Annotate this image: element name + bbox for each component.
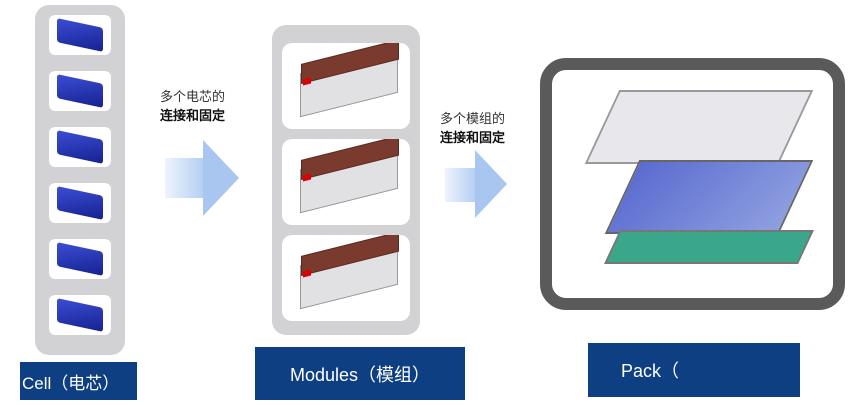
module-image (282, 139, 410, 225)
transition-note-2: 多个模组的 连接和固定 (440, 110, 505, 148)
pack-frame (540, 58, 845, 310)
modules-label: Modules（模组） (255, 347, 465, 400)
cell-image (49, 71, 111, 111)
cell-panel (35, 5, 125, 355)
note-line-bold: 连接和固定 (160, 109, 226, 124)
module-image (282, 235, 410, 321)
pack-label: Pack（ (588, 343, 800, 397)
cell-image (49, 239, 111, 279)
module-image (282, 43, 410, 129)
cell-image (49, 183, 111, 223)
cell-image (49, 127, 111, 167)
pack-image (582, 90, 814, 280)
cell-label: Cell（电芯） (20, 362, 137, 400)
cell-image (49, 295, 111, 335)
note-line: 多个电芯的 (160, 90, 226, 105)
modules-panel (272, 25, 420, 335)
note-line: 多个模组的 (440, 112, 506, 127)
transition-note-1: 多个电芯的 连接和固定 (160, 88, 225, 126)
note-line-bold: 连接和固定 (440, 131, 506, 146)
cell-image (49, 15, 111, 55)
